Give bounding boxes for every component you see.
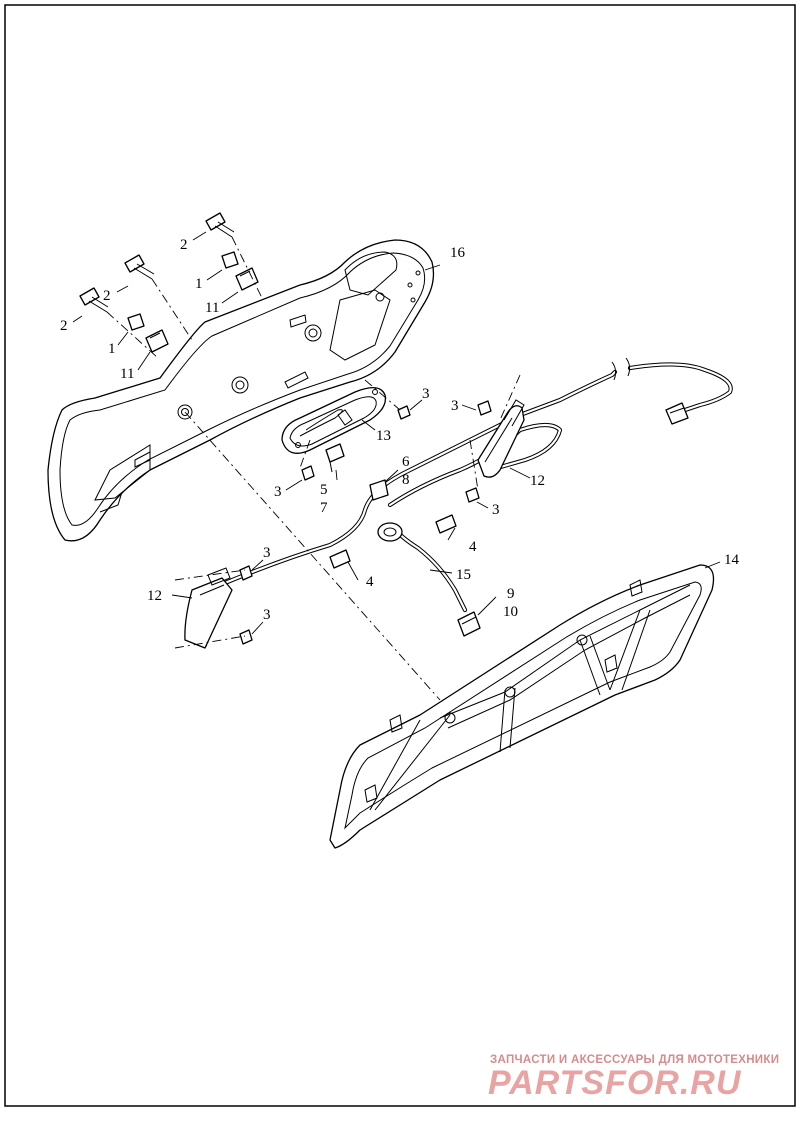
callout-3: 3 xyxy=(263,607,271,623)
callout-3: 3 xyxy=(492,502,500,518)
callout-9: 9 xyxy=(507,586,515,602)
callout-2: 2 xyxy=(103,288,111,304)
callout-15: 15 xyxy=(456,567,471,583)
callout-7: 7 xyxy=(320,500,328,516)
callout-11: 11 xyxy=(120,366,134,382)
callout-14: 14 xyxy=(724,552,740,568)
callout-3: 3 xyxy=(451,398,459,414)
callout-12: 12 xyxy=(147,588,162,604)
callout-3: 3 xyxy=(274,484,282,500)
callout-4: 4 xyxy=(366,574,374,590)
part-12-light-right xyxy=(477,399,525,478)
callout-10: 10 xyxy=(503,604,518,620)
alignment-lines xyxy=(106,236,521,701)
callout-6: 6 xyxy=(402,454,410,470)
nut-1-left xyxy=(127,313,145,331)
callout-4: 4 xyxy=(469,539,477,555)
screw-2-top xyxy=(205,212,235,238)
callout-13: 13 xyxy=(376,428,391,444)
screw-2-left xyxy=(79,287,109,313)
callout-1: 1 xyxy=(108,341,116,357)
clip-11-top xyxy=(235,267,259,291)
clip-11-left xyxy=(145,329,169,353)
callout-5: 5 xyxy=(320,482,328,498)
harness-15 xyxy=(201,357,733,648)
screw-2-mid xyxy=(124,254,155,280)
part-14-frame xyxy=(329,564,715,849)
nut-1-top xyxy=(221,251,239,269)
callout-2: 2 xyxy=(180,237,188,253)
part-16-housing xyxy=(47,239,435,542)
callout-16: 16 xyxy=(450,245,466,261)
watermark-tagline: ЗАПЧАСТИ И АКСЕССУАРЫ ДЛЯ МОТОТЕХНИКИ xyxy=(490,1054,779,1066)
page-border xyxy=(4,4,796,1107)
callout-1: 1 xyxy=(195,276,203,292)
part-13-lamp xyxy=(281,387,387,454)
part-12-light-left xyxy=(184,567,233,649)
callout-12: 12 xyxy=(530,473,545,489)
watermark-logo: PARTSFOR.RU xyxy=(488,1064,742,1102)
watermark: ЗАПЧАСТИ И АКСЕССУАРЫ ДЛЯ МОТОТЕХНИКИ PA… xyxy=(488,1054,779,1102)
callout-3: 3 xyxy=(263,545,271,561)
clip-4-set xyxy=(329,514,457,569)
callout-2: 2 xyxy=(60,318,68,334)
screw-3-set xyxy=(239,400,492,645)
callout-3: 3 xyxy=(422,386,430,402)
connector-5-7 xyxy=(325,443,345,473)
callout-11: 11 xyxy=(205,300,219,316)
callouts: 2 2 2 1 1 11 11 16 3 3 3 3 3 3 13 5 7 6 … xyxy=(60,237,740,623)
callout-8: 8 xyxy=(402,472,410,488)
leader-lines xyxy=(72,231,721,635)
